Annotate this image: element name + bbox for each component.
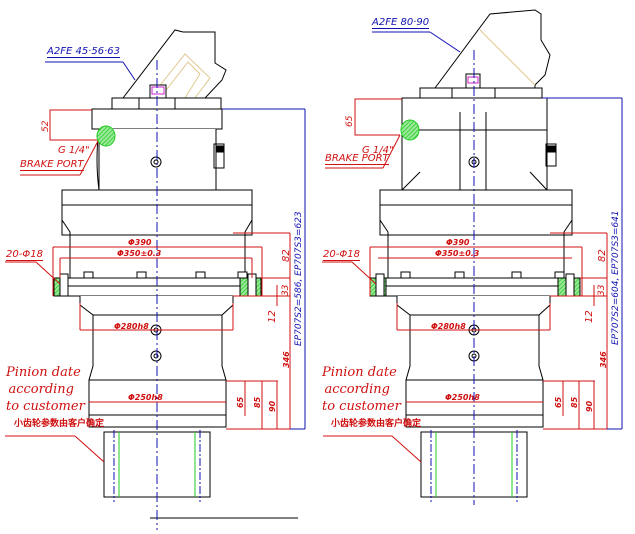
right-dim-85: 85 [570, 396, 579, 408]
right-brake-port-hatch [400, 119, 420, 141]
left-spigot-dim: Φ280h8 [114, 322, 149, 331]
left-overall-dim [45, 61, 306, 430]
left-dimensions [5, 109, 291, 463]
left-pinion-note-line-1: Pinion date [6, 365, 81, 380]
left-dim-65: 65 [236, 396, 245, 408]
right-motor-a2fe [419, 9, 551, 99]
left-bolt-circle-dim: Φ350±0.3 [117, 249, 162, 258]
right-dim-12: 12 [584, 310, 595, 323]
right-dim-65: 65 [554, 396, 563, 408]
right-brake-port-label: BRAKE PORT [325, 153, 389, 165]
right-brake-offset-dim: 65 [345, 115, 355, 127]
right-dim-33: 33 [597, 284, 607, 296]
right-pinion-note: Pinion date according to customer [322, 364, 401, 415]
left-gearbox-view [5, 29, 306, 530]
left-dim-85: 85 [253, 396, 262, 408]
left-outer-dia-dim: Φ390 [128, 238, 152, 247]
right-motor-label: A2FE 80·90 [372, 17, 430, 29]
left-brake-port-label: BRAKE PORT [20, 159, 84, 171]
right-brake-port-size: G 1/4" [362, 145, 394, 156]
right-overall-dim [372, 31, 623, 430]
left-dim-82: 82 [281, 249, 292, 262]
left-motor-a2fe [111, 29, 227, 110]
right-dim-90: 90 [585, 400, 594, 412]
left-brake-port-hatch [96, 125, 116, 147]
right-pinion-dia-dim: Φ250h8 [445, 393, 480, 402]
right-outer-dia-dim: Φ390 [446, 238, 470, 247]
right-bolt-circle-dim: Φ350±0.3 [435, 249, 480, 258]
left-dim-12: 12 [267, 310, 278, 323]
right-overall-length: EP707S2=604, EP707S3=641 [611, 210, 621, 345]
right-pinion-note-line-1: Pinion date [322, 365, 397, 380]
right-gearbox-view [322, 9, 623, 505]
right-dimensions [322, 98, 608, 463]
left-overall-length: EP707S2=586, EP707S3=623 [294, 211, 304, 346]
left-dim-346: 346 [282, 351, 291, 368]
right-mounting-flange [369, 277, 581, 297]
left-pinion-note-line-2: according [8, 382, 74, 397]
right-dim-346: 346 [599, 351, 608, 368]
left-bolt-holes-label: 20-Φ18 [6, 249, 43, 261]
left-motor-label: A2FE 45·56·63 [47, 46, 120, 58]
left-pinion-note-cn: 小齿轮参数由客户确定 [14, 419, 105, 429]
right-dim-82: 82 [597, 249, 608, 262]
left-brake-offset-dim: 52 [41, 120, 51, 132]
left-bolt-2 [150, 350, 162, 362]
right-bolt-holes-label: 20-Φ18 [323, 249, 360, 261]
right-pinion-note-line-3: to customer [322, 399, 401, 414]
left-pinion-note: Pinion date according to customer [6, 364, 85, 415]
right-pinion-note-line-2: according [324, 382, 390, 397]
left-dim-90: 90 [268, 400, 277, 412]
left-brake-port-size: G 1/4" [58, 145, 90, 156]
left-dim-33: 33 [281, 284, 291, 296]
left-pinion-note-line-3: to customer [6, 399, 85, 414]
right-spigot-dim: Φ280h8 [431, 322, 466, 331]
left-pinion-dia-dim: Φ250h8 [128, 393, 163, 402]
right-pinion-note-cn: 小齿轮参数由客户确定 [331, 419, 422, 429]
